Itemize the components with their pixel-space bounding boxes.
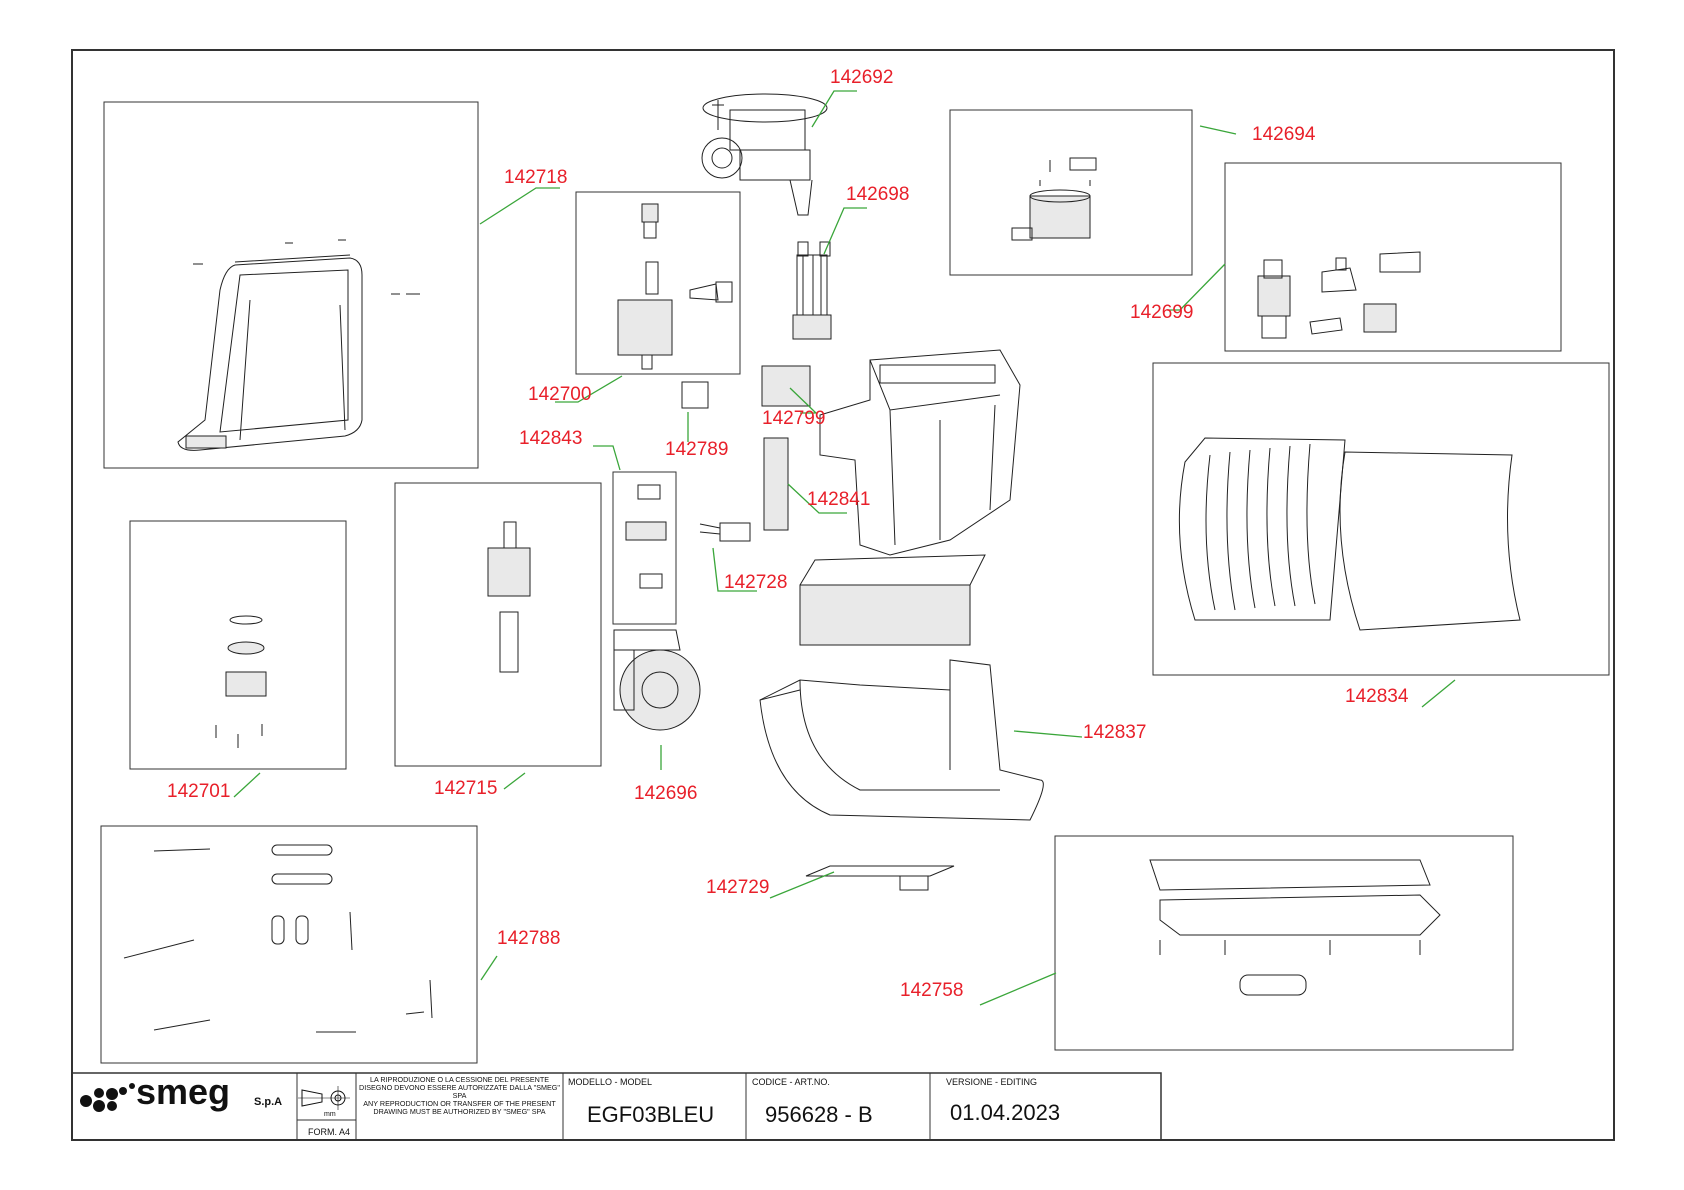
group-box-142834 bbox=[1152, 362, 1610, 676]
model-label: MODELLO - MODEL bbox=[568, 1077, 652, 1087]
format-label: FORM. A4 bbox=[308, 1127, 350, 1137]
part-drawing-142837 bbox=[759, 659, 1044, 821]
part-drawing-142694 bbox=[1011, 157, 1097, 241]
part-number-142718: 142718 bbox=[504, 167, 567, 188]
part-drawing-142788 bbox=[123, 844, 433, 1033]
group-box-142699 bbox=[1224, 162, 1562, 352]
group-box-142758 bbox=[1054, 835, 1514, 1051]
version-label: VERSIONE - EDITING bbox=[946, 1077, 1037, 1087]
part-drawing-142841 bbox=[763, 437, 789, 531]
projection-symbol-icon bbox=[298, 1086, 350, 1110]
group-box-142718 bbox=[103, 101, 479, 469]
smeg-logo: smeg S.p.A bbox=[80, 1071, 282, 1112]
part-drawing-chassis bbox=[799, 349, 1021, 646]
part-number-142728: 142728 bbox=[724, 572, 787, 593]
part-drawing-142718 bbox=[177, 239, 420, 451]
part-number-142701: 142701 bbox=[167, 781, 230, 802]
part-drawing-142729 bbox=[805, 865, 955, 891]
part-drawing-142696 bbox=[613, 629, 701, 731]
brand-name: smeg bbox=[136, 1071, 230, 1112]
part-drawing-142692 bbox=[701, 93, 828, 216]
part-drawing-142698 bbox=[792, 241, 832, 340]
part-drawing-142758 bbox=[1149, 859, 1441, 996]
part-number-142834: 142834 bbox=[1345, 686, 1409, 707]
part-drawing-142728 bbox=[699, 522, 751, 542]
part-number-142788: 142788 bbox=[497, 928, 560, 949]
leader-lines bbox=[233, 90, 1456, 1006]
part-number-142715: 142715 bbox=[434, 778, 497, 799]
code-label: CODICE - ART.NO. bbox=[752, 1077, 830, 1087]
group-box-142701 bbox=[129, 520, 347, 770]
group-box-142788 bbox=[100, 825, 478, 1064]
part-drawing-142699 bbox=[1257, 251, 1421, 339]
group-box-142700 bbox=[575, 191, 741, 375]
part-number-142837: 142837 bbox=[1083, 722, 1146, 743]
part-number-142692: 142692 bbox=[830, 67, 893, 88]
part-number-142694: 142694 bbox=[1252, 124, 1316, 145]
part-number-142698: 142698 bbox=[846, 184, 909, 205]
notice-english: ANY REPRODUCTION OR TRANSFER OF THE PRES… bbox=[363, 1099, 556, 1116]
group-box-142715 bbox=[394, 482, 602, 767]
part-number-142843: 142843 bbox=[519, 428, 582, 449]
part-drawing-142715 bbox=[487, 521, 531, 673]
part-number-142799: 142799 bbox=[762, 408, 825, 429]
unit-label: mm bbox=[324, 1111, 336, 1118]
part-drawing-142700 bbox=[617, 203, 733, 370]
code-value: 956628 - B bbox=[765, 1102, 873, 1127]
group-box-142843 bbox=[612, 471, 677, 625]
part-number-142729: 142729 bbox=[706, 877, 769, 898]
part-number-142841: 142841 bbox=[807, 489, 870, 510]
part-drawing-142789 bbox=[681, 381, 709, 409]
brand-suffix: S.p.A bbox=[254, 1096, 282, 1108]
notice-italian: LA RIPRODUZIONE O LA CESSIONE DEL PRESEN… bbox=[359, 1076, 560, 1100]
title-block: smeg S.p.A mm FORM. A4 LA RIPRODUZIONE O… bbox=[71, 1071, 1162, 1141]
part-number-142789: 142789 bbox=[665, 439, 728, 460]
version-value: 01.04.2023 bbox=[950, 1100, 1060, 1125]
part-number-142758: 142758 bbox=[900, 980, 963, 1001]
part-drawing-142701 bbox=[215, 615, 267, 748]
part-number-142699: 142699 bbox=[1130, 302, 1193, 323]
model-value: EGF03BLEU bbox=[587, 1102, 714, 1127]
part-number-142700: 142700 bbox=[528, 384, 591, 405]
group-box-142694 bbox=[949, 109, 1193, 276]
part-drawing-142834 bbox=[1178, 437, 1521, 631]
part-number-142696: 142696 bbox=[634, 783, 697, 804]
part-drawing-142843 bbox=[625, 484, 667, 589]
part-labels: 142692 142694 142718 142698 142699 14270… bbox=[167, 67, 1409, 1001]
